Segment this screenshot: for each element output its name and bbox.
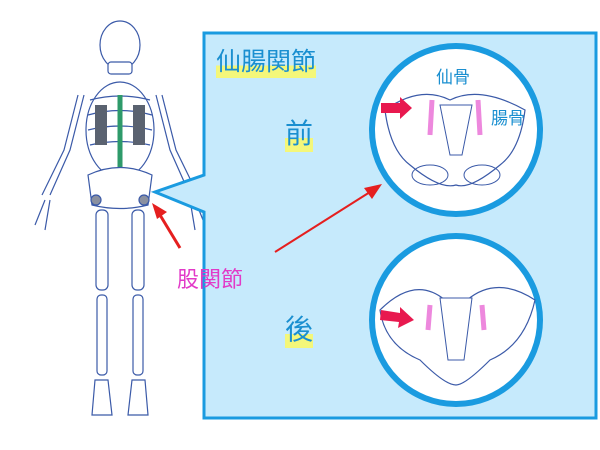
front-pelvis-view bbox=[369, 43, 543, 217]
arrow-icon bbox=[274, 191, 371, 253]
front-label: 前 bbox=[285, 112, 314, 152]
back-label: 後 bbox=[285, 308, 314, 348]
ilium-label: 腸骨 bbox=[491, 109, 525, 129]
panel-title: 仙腸関節 bbox=[216, 42, 317, 78]
skeleton bbox=[34, 20, 206, 416]
arrow-icon bbox=[380, 307, 414, 328]
hip-joint-label: 股関節 bbox=[177, 268, 244, 293]
arrow-icon bbox=[158, 214, 182, 249]
arrow-icon bbox=[381, 97, 412, 119]
sacrum-label: 仙骨 bbox=[436, 68, 470, 88]
back-pelvis-view bbox=[369, 233, 543, 407]
